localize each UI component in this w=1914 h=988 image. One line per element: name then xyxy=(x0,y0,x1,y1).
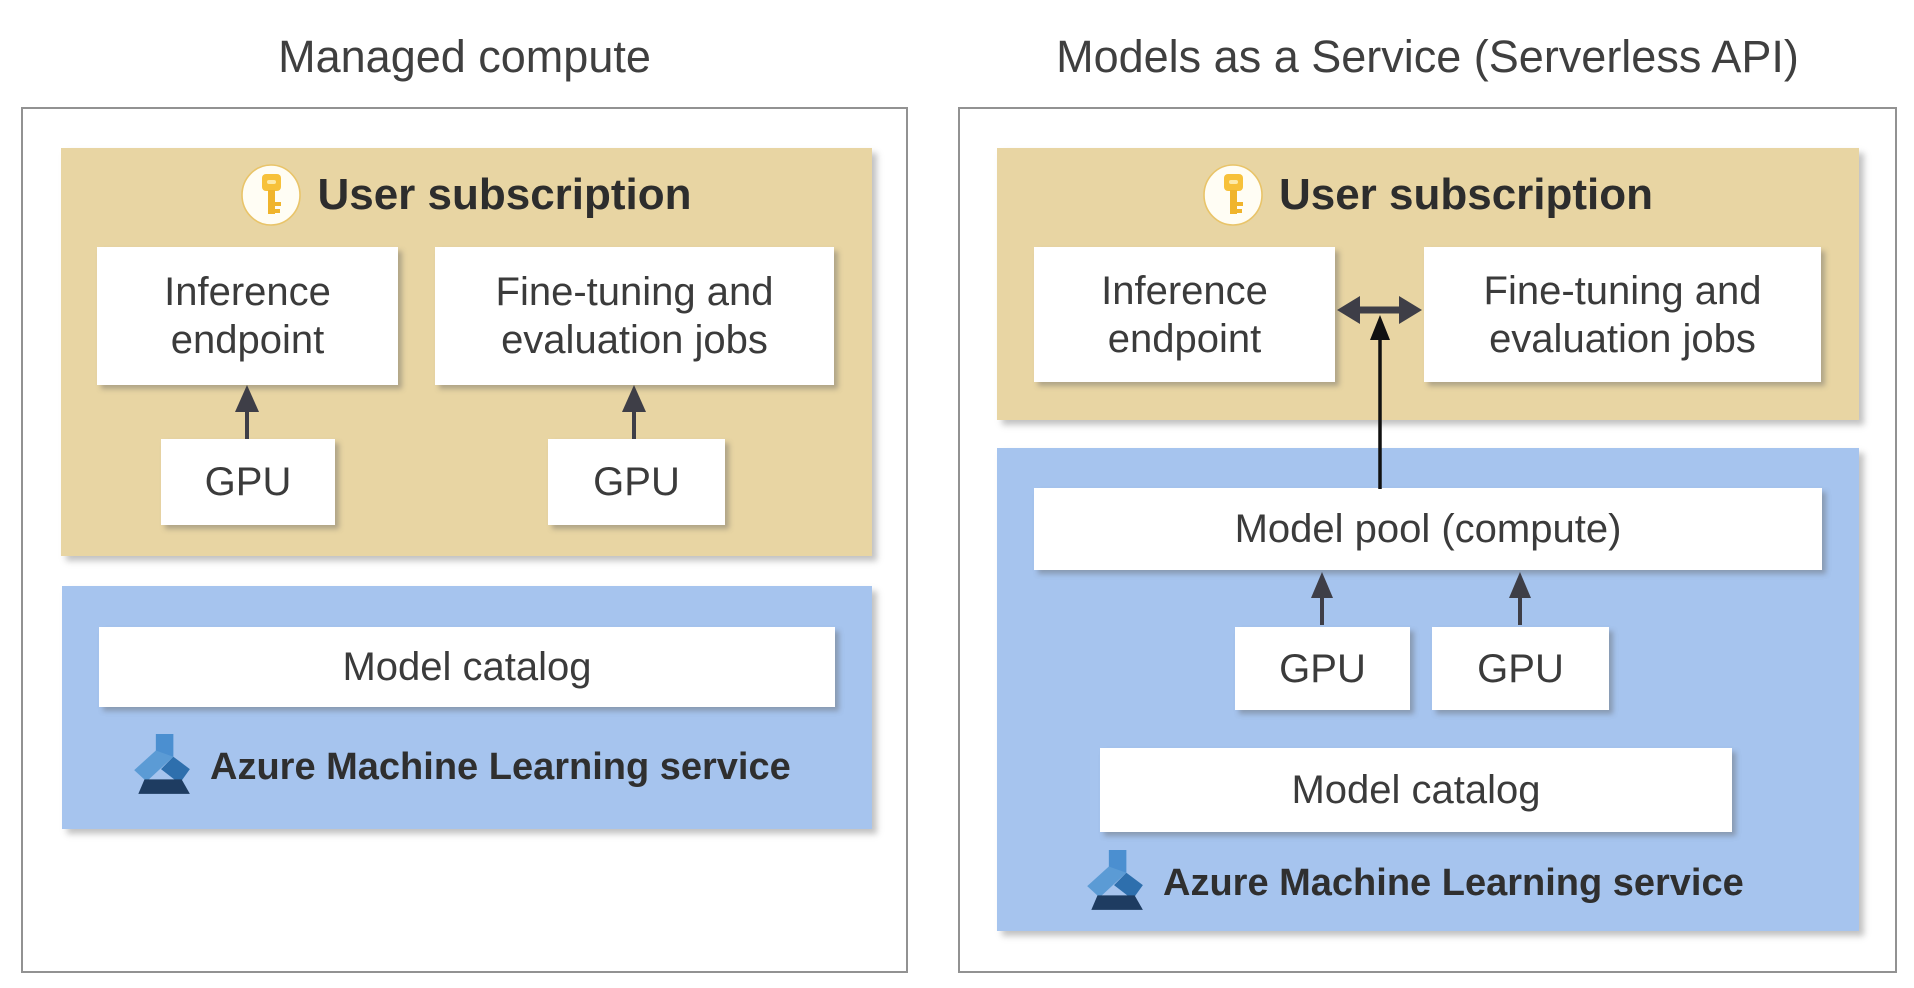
user-subscription-header: User subscription xyxy=(997,160,1859,230)
user-subscription-zone: User subscription Inference endpoint Fin… xyxy=(997,148,1859,420)
key-icon xyxy=(241,164,302,226)
gpu-box: GPU xyxy=(1235,627,1410,710)
inference-endpoint-label: Inference endpoint xyxy=(164,270,331,362)
azure-ml-branding: Azure Machine Learning service xyxy=(130,734,791,800)
azure-ml-flask-icon xyxy=(1087,850,1143,910)
azure-ml-flask-icon xyxy=(134,734,190,794)
gpu-label: GPU xyxy=(1279,646,1366,691)
azure-ml-zone: Model pool (compute) GPU GPU Model catal… xyxy=(997,448,1859,931)
gpu-label: GPU xyxy=(593,460,680,504)
azure-ml-zone: Model catalog Azure Machine Learning ser… xyxy=(62,586,872,829)
maas-panel: User subscription Inference endpoint Fin… xyxy=(958,107,1897,973)
model-catalog-box: Model catalog xyxy=(1100,748,1732,832)
gpu-box: GPU xyxy=(161,439,335,525)
azure-ml-service-label: Azure Machine Learning service xyxy=(210,745,791,788)
azure-ml-branding: Azure Machine Learning service xyxy=(1083,850,1744,916)
managed-compute-panel: User subscription Inference endpoint Fin… xyxy=(21,107,908,973)
azure-ml-service-label: Azure Machine Learning service xyxy=(1163,861,1744,904)
maas-title: Models as a Service (Serverless API) xyxy=(1056,31,1799,82)
model-pool-label: Model pool (compute) xyxy=(1234,507,1622,551)
user-subscription-label: User subscription xyxy=(1278,170,1654,219)
gpu-box: GPU xyxy=(548,439,725,525)
model-catalog-label: Model catalog xyxy=(342,645,592,689)
finetuning-evaluation-label: Fine-tuning and evaluation jobs xyxy=(495,270,774,362)
user-subscription-header: User subscription xyxy=(61,160,872,230)
model-catalog-box: Model catalog xyxy=(99,627,835,707)
user-subscription-label: User subscription xyxy=(317,170,692,219)
inference-endpoint-box: Inference endpoint xyxy=(1034,247,1335,382)
user-subscription-zone: User subscription Inference endpoint Fin… xyxy=(61,148,872,556)
gpu-box: GPU xyxy=(1432,627,1609,710)
finetuning-evaluation-label: Fine-tuning and evaluation jobs xyxy=(1483,268,1762,361)
inference-endpoint-label: Inference endpoint xyxy=(1101,268,1268,361)
finetuning-evaluation-box: Fine-tuning and evaluation jobs xyxy=(435,247,834,385)
finetuning-evaluation-box: Fine-tuning and evaluation jobs xyxy=(1424,247,1821,382)
managed-compute-title: Managed compute xyxy=(278,31,651,82)
model-pool-box: Model pool (compute) xyxy=(1034,488,1822,570)
gpu-label: GPU xyxy=(1477,646,1564,691)
inference-endpoint-box: Inference endpoint xyxy=(97,247,398,385)
key-icon xyxy=(1203,164,1263,226)
gpu-label: GPU xyxy=(204,460,292,504)
model-catalog-label: Model catalog xyxy=(1291,768,1541,812)
